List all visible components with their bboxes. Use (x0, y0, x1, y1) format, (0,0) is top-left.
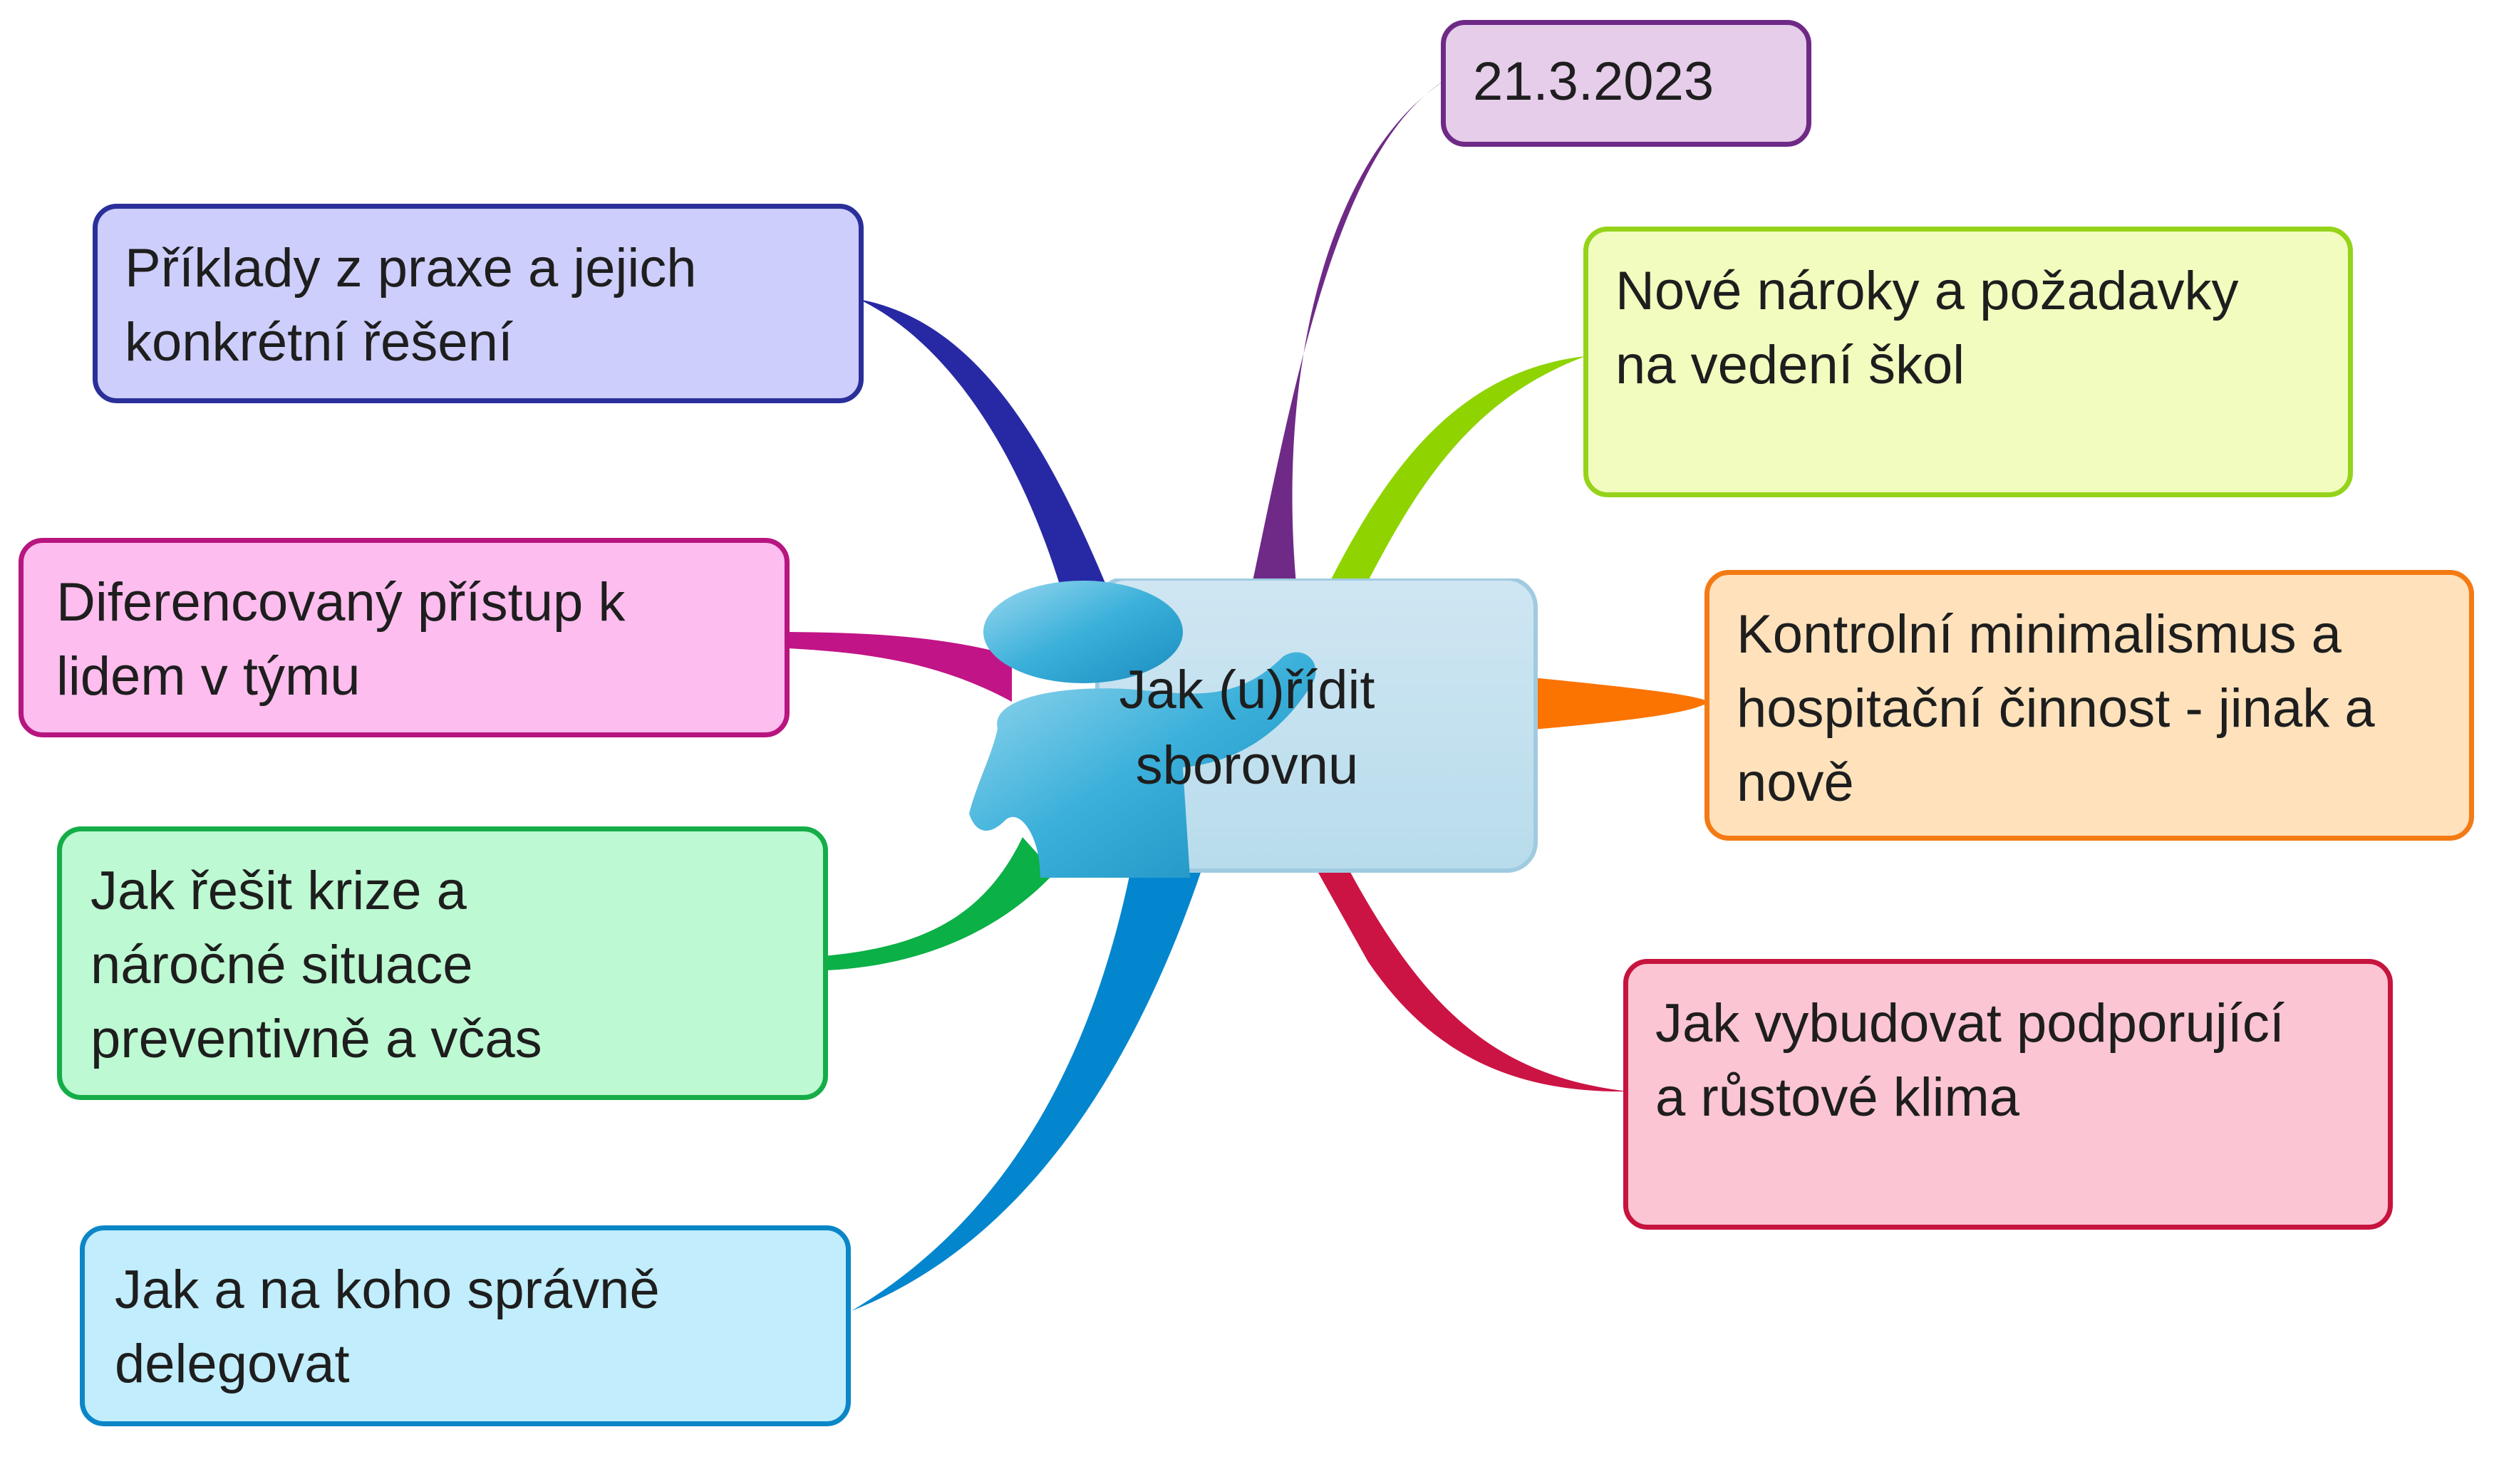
topic-date[interactable]: 21.3.2023 (1441, 20, 1811, 147)
topic-examples[interactable]: Příklady z praxe a jejich konkrétní řeše… (93, 204, 864, 403)
presenter-person-icon (969, 581, 1316, 878)
central-topic-label: Jak (u)řídit sborovnu (1119, 660, 1375, 796)
topic-crises[interactable]: Jak řešit krize a náročné situace preven… (57, 826, 828, 1100)
topic-crises-label: Jak řešit krize a náročné situace preven… (90, 861, 542, 1069)
central-topic-card[interactable] (955, 578, 1539, 878)
topic-differentiated-label: Diferencovaný přístup k lidem v týmu (56, 572, 626, 707)
branch-crises (823, 837, 1055, 970)
topic-date-label: 21.3.2023 (1473, 51, 1714, 112)
topic-control[interactable]: Kontrolní minimalismus a hospitační činn… (1704, 570, 2474, 841)
topic-climate[interactable]: Jak vybudovat podporující a růstové klim… (1623, 959, 2393, 1230)
topic-examples-label: Příklady z praxe a jejich konkrétní řeše… (125, 238, 697, 373)
branch-control (1525, 677, 1709, 730)
branch-climate (1318, 866, 1628, 1092)
branch-examples (859, 299, 1112, 598)
topic-delegate-label: Jak a na koho správně delegovat (115, 1260, 660, 1394)
topic-climate-label: Jak vybudovat podporující a růstové klim… (1655, 993, 2285, 1128)
topic-differentiated[interactable]: Diferencovaný přístup k lidem v týmu (19, 538, 790, 737)
branch-delegate (852, 858, 1204, 1311)
branch-date (1251, 78, 1448, 591)
topic-control-label: Kontrolní minimalismus a hospitační činn… (1737, 604, 2375, 813)
topic-requirements[interactable]: Nové nároky a požadavky na vedení škol (1583, 227, 2353, 497)
branch-differentiated (787, 632, 1012, 702)
branch-requirements (1327, 356, 1585, 588)
topic-delegate[interactable]: Jak a na koho správně delegovat (80, 1225, 851, 1426)
topic-requirements-label: Nové nároky a požadavky na vedení škol (1615, 261, 2239, 395)
